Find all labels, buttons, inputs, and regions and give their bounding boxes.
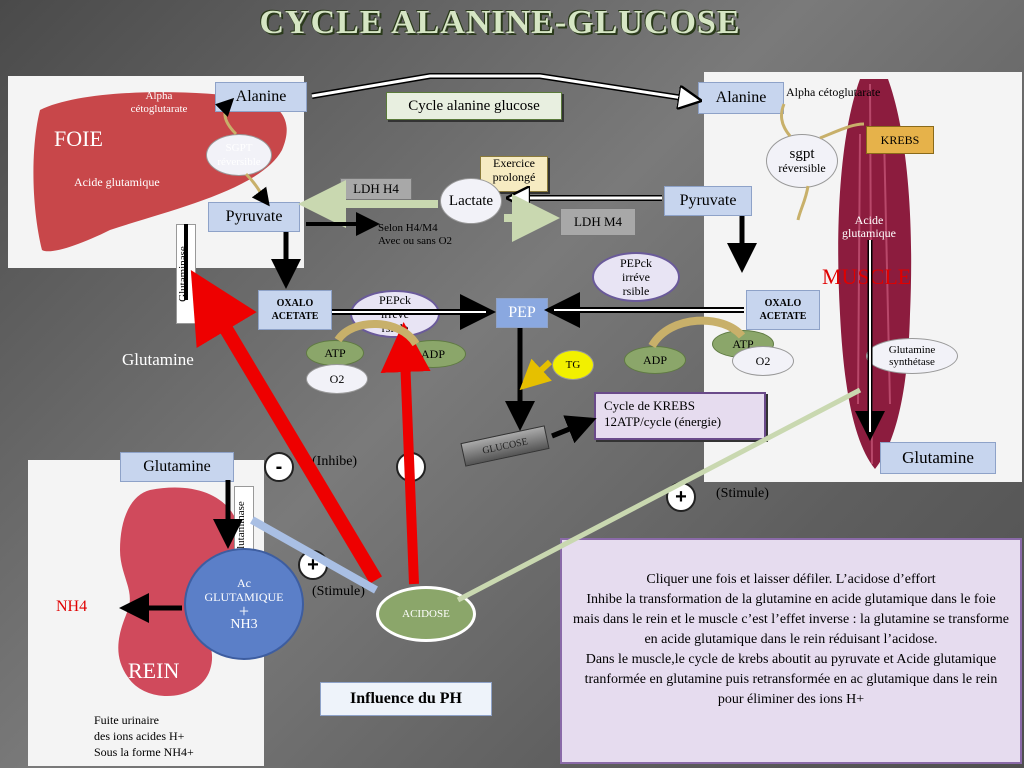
liver-glutaminase-bar: Glutaminase <box>176 224 196 324</box>
cycle-label: Cycle alanine glucose <box>408 97 540 114</box>
plus-muscle-label: + <box>675 485 687 508</box>
acidose-node: ACIDOSE <box>376 586 476 642</box>
muscle-oxalo: OXALO ACETATE <box>759 298 807 322</box>
liver-acide-glutamique: Acide glutamique <box>74 175 160 189</box>
kidney-plus: + <box>238 601 250 621</box>
explanation-line1: Cliquer une fois et laisser défiler. L’a… <box>646 572 936 587</box>
minus-right-label: - <box>407 455 415 478</box>
minus-sign-right: - <box>396 452 426 482</box>
muscle-glutamine-box: Glutamine <box>880 442 996 474</box>
exercice-label: Exercice prolongé <box>492 156 536 184</box>
influence-box: Influence du PH <box>320 682 492 716</box>
liver-glutamine: Glutamine <box>122 350 194 369</box>
liver-alanine: Alanine <box>235 88 287 105</box>
ldh-m4: LDH M4 <box>573 214 623 229</box>
influence-label: Influence du PH <box>349 690 462 707</box>
acidose-label: ACIDOSE <box>402 608 450 620</box>
liver-adp: ADP <box>400 340 466 368</box>
liver-glutaminase-label: Glutaminase <box>177 246 189 302</box>
kidney-nh4: NH4 <box>56 598 88 615</box>
liver-image <box>33 92 287 252</box>
page-title: CYCLE ALANINE-GLUCOSE <box>259 4 741 41</box>
kidney-ac-glutamique: Ac GLUTAMIQUE + NH3 <box>184 548 304 660</box>
muscle-adp-label: ADP <box>642 353 667 367</box>
muscle-sgpt-rev: réversible <box>778 161 826 175</box>
muscle-adp: ADP <box>624 346 686 374</box>
liver-o2: O2 <box>306 364 368 394</box>
kidney-glutamine: Glutamine <box>143 458 211 475</box>
muscle-glutamine-synthetase-label: Glutamine synthétase <box>888 344 936 368</box>
kidney-nh3: NH3 <box>230 617 258 632</box>
liver-atp: ATP <box>306 340 364 366</box>
liver-oxalo: OXALO ACETATE <box>271 298 319 322</box>
glucose-krebs-arrow <box>551 415 597 444</box>
muscle-pepck: PEPck irréve rsible <box>592 252 680 302</box>
liver-pyruvate: Pyruvate <box>225 208 283 225</box>
muscle-sgpt-label: sgpt <box>789 146 815 162</box>
liver-label: FOIE <box>54 126 103 151</box>
ldh-h4-box: LDH H4 <box>340 178 412 200</box>
selon-label: Selon H4/M4 Avec ou sans O2 <box>378 222 453 247</box>
liver-sgpt: SGPT réversible <box>206 134 272 176</box>
glucose-label: GLUCOSE <box>481 435 529 457</box>
muscle-alanine-box: Alanine <box>698 82 784 114</box>
muscle-o2: O2 <box>732 346 794 376</box>
muscle-oxalo-box: OXALO ACETATE <box>746 290 820 330</box>
kidney-fuite: Fuite urinaire des ions acides H+ Sous l… <box>94 713 194 759</box>
minus-sign-left: - <box>264 452 294 482</box>
ldh-m4-box: LDH M4 <box>560 208 636 236</box>
muscle-sgpt: sgpt réversible <box>766 134 838 188</box>
pep-label: PEP <box>508 304 536 321</box>
liver-pepck: PEPck irréve rsible <box>350 290 440 338</box>
muscle-glutamine: Glutamine <box>902 448 974 467</box>
plus-sign-muscle: + <box>666 482 696 512</box>
lactate-node: Lactate <box>440 178 502 224</box>
ldh-h4: LDH H4 <box>353 181 399 196</box>
minus-left-label: - <box>275 455 283 478</box>
tg-node: TG <box>552 350 594 380</box>
muscle-alanine: Alanine <box>715 89 767 106</box>
kidney-glutamine-box: Glutamine <box>120 452 234 482</box>
kidney-ac-glutamique-label: Ac GLUTAMIQUE <box>204 576 284 604</box>
lactate-label: Lactate <box>448 193 494 209</box>
stimule-label: (Stimule) <box>716 486 769 501</box>
plus-kidney-label: + <box>307 553 319 576</box>
inhibe-label: (Inhibe) <box>312 454 358 469</box>
tg-arrow <box>519 358 553 391</box>
glucose-block: GLUCOSE <box>460 425 550 467</box>
liver-pepck-label: PEPck irréve rsible <box>378 293 411 335</box>
muscle-acide-glutamique: Acide glutamique <box>842 213 896 240</box>
cycle-label-box: Cycle alanine glucose <box>386 92 562 120</box>
kidney-label: REIN <box>128 658 180 683</box>
liver-alanine-box: Alanine <box>215 82 307 112</box>
muscle-o2-label: O2 <box>755 354 771 368</box>
krebs-cycle-box: Cycle de KREBS 12ATP/cycle (énergie) <box>594 392 766 440</box>
liver-alpha-ketoglutarate: Alpha cétoglutarate <box>130 90 188 115</box>
muscle-krebs: KREBS <box>866 126 934 154</box>
liver-sgpt-label: SGPT réversible <box>217 142 261 168</box>
muscle-glutamine-synthetase: Glutamine synthétase <box>866 338 958 374</box>
explanation-panel: Cliquer une fois et laisser défiler. L’a… <box>560 538 1022 764</box>
liver-pyruvate-box: Pyruvate <box>208 202 300 232</box>
muscle-pyruvate-box: Pyruvate <box>664 186 752 216</box>
muscle-pepck-label: PEPck irréve rsible <box>619 256 652 298</box>
pep-box: PEP <box>496 298 548 328</box>
muscle-krebs-label: KREBS <box>880 132 920 147</box>
kidney-stimule: (Stimule) <box>312 584 365 599</box>
tg-label: TG <box>565 359 581 371</box>
liver-o2-label: O2 <box>329 372 345 386</box>
liver-atp-label: ATP <box>324 346 346 360</box>
liver-oxalo-box: OXALO ACETATE <box>258 290 332 330</box>
muscle-label: MUSCLE <box>822 264 912 289</box>
plus-sign-kidney: + <box>298 550 328 580</box>
muscle-alpha-ketoglutarate: Alpha cétoglutarate <box>786 85 881 99</box>
explanation-body: Inhibe la transformation de la glutamine… <box>573 592 1009 707</box>
krebs-cycle-label: Cycle de KREBS 12ATP/cycle (énergie) <box>604 398 722 429</box>
muscle-pyruvate: Pyruvate <box>679 192 737 209</box>
liver-adp-label: ADP <box>420 347 445 361</box>
